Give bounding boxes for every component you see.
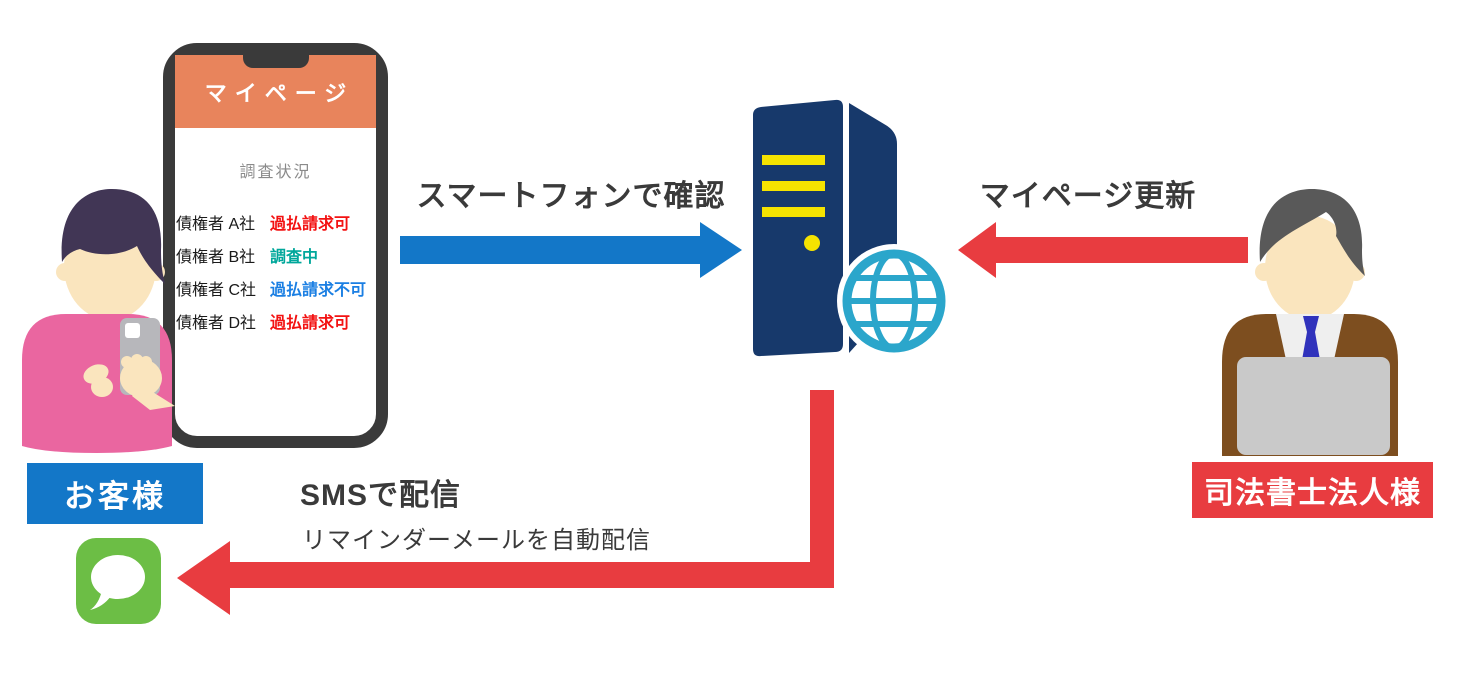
- phone-notch: [242, 55, 309, 68]
- phone-section-title: 調査状況: [239, 164, 312, 181]
- creditor-status-list: 債権者 A社 過払請求可 債権者 B社 調査中 債権者 C社 過払請求不可 債権…: [176, 205, 376, 337]
- smartphone-mockup: マイページ 調査状況 債権者 A社 過払請求可 債権者 B社 調査中 債権者 C…: [163, 43, 388, 448]
- status-badge: 過払請求不可: [270, 281, 367, 299]
- list-item: 債権者 B社 調査中: [176, 238, 376, 271]
- creditor-name: 債権者 B社: [176, 248, 256, 266]
- arrow-staff-to-server: [958, 222, 1248, 278]
- staff-badge: 司法書士法人様: [1192, 462, 1433, 518]
- message-bubble-icon: [76, 538, 161, 624]
- label-mypage-update: マイページ更新: [979, 180, 1197, 213]
- arrow-server-to-sms: [177, 390, 834, 615]
- list-item: 債権者 C社 過払請求不可: [176, 271, 376, 304]
- list-item: 債権者 A社 過払請求可: [176, 205, 376, 238]
- label-smartphone-check: スマートフォンで確認: [416, 180, 726, 213]
- creditor-name: 債権者 C社: [176, 281, 257, 299]
- label-sms-delivery: SMSで配信: [300, 479, 462, 512]
- status-badge: 調査中: [270, 248, 319, 266]
- list-item: 債権者 D社 過払請求可: [176, 304, 376, 337]
- globe-icon: [837, 244, 951, 358]
- person-at-laptop-icon: [1222, 189, 1398, 456]
- phone-header-title: マイページ: [204, 80, 355, 106]
- creditor-name: 債権者 A社: [176, 215, 256, 233]
- phone-header: マイページ: [175, 55, 376, 128]
- person-with-smartphone-icon: [22, 189, 175, 453]
- laptop-icon: [1237, 357, 1390, 455]
- label-sms-delivery-sub: リマインダーメールを自動配信: [302, 527, 652, 554]
- creditor-name: 債権者 D社: [176, 314, 257, 332]
- server-tower-icon: [753, 99, 951, 358]
- message-bubble-glyph: [90, 555, 145, 610]
- arrow-smartphone-to-server: [400, 222, 742, 278]
- customer-badge: お客様: [27, 463, 203, 524]
- status-badge: 過払請求可: [270, 314, 351, 332]
- status-badge: 過払請求可: [270, 215, 351, 233]
